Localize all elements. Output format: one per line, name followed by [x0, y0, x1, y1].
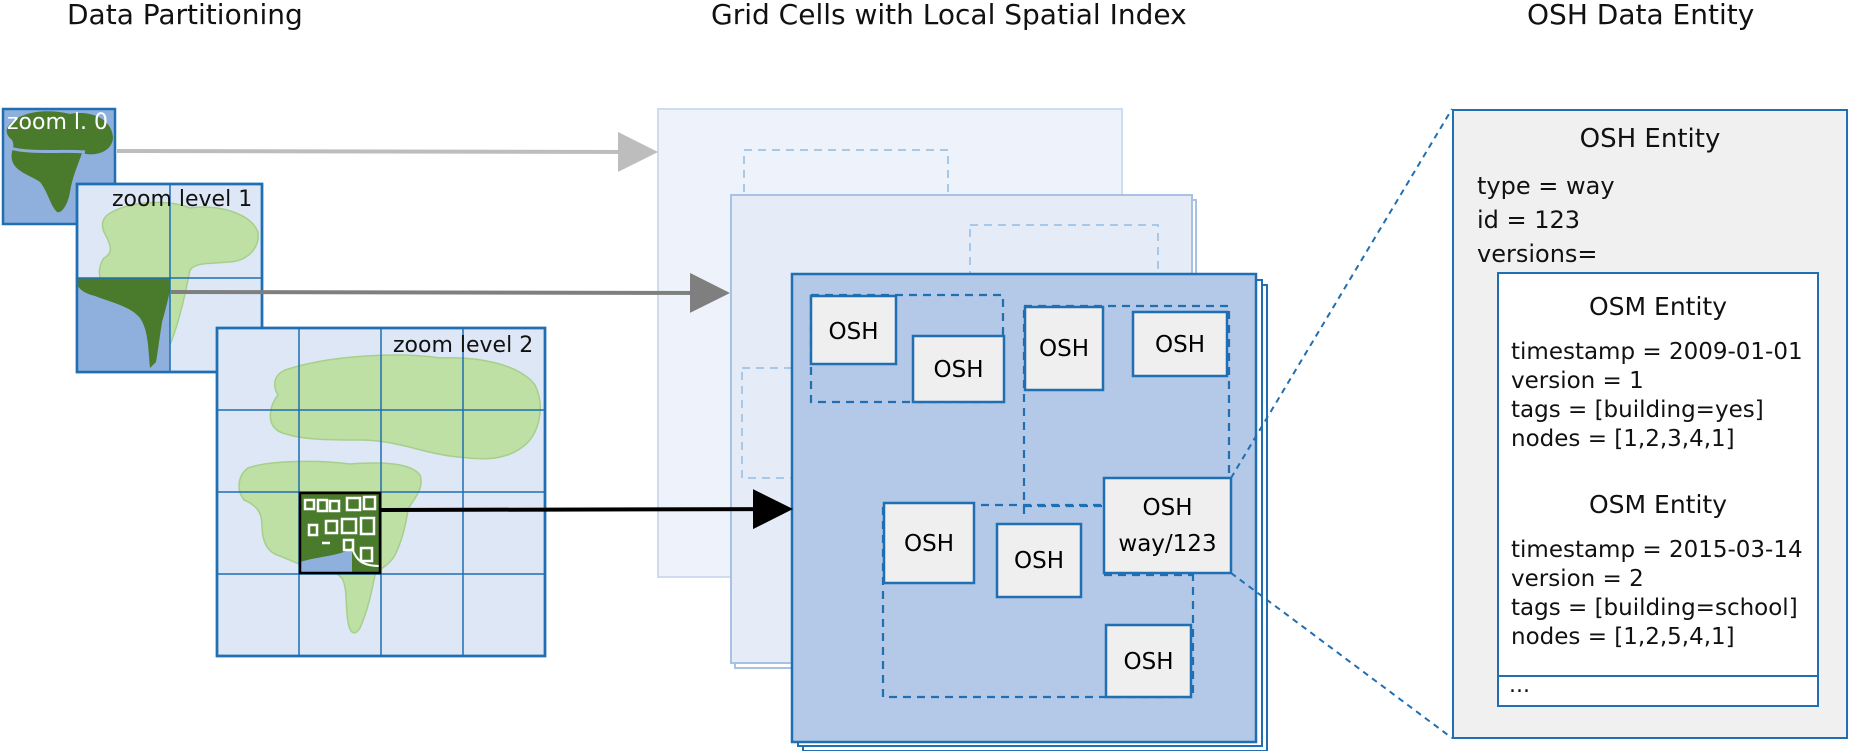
osh-entity-title: OSH Entity — [1579, 124, 1721, 154]
heading-osh-data-entity: OSH Data Entity — [1527, 0, 1755, 31]
arrow-zoom-2 — [380, 489, 793, 530]
osm-entity-fields: timestamp = 2015-03-14 version = 2 tags … — [1511, 536, 1803, 652]
arrow-zoom-1 — [170, 272, 730, 313]
version-field: version = 1 — [1511, 368, 1644, 394]
svg-text:OSH: OSH — [1014, 548, 1064, 574]
osh-box-3: OSH — [1023, 305, 1105, 392]
osh-box-6: OSH — [995, 522, 1083, 599]
svg-text:OSH: OSH — [1143, 495, 1193, 521]
timestamp-field: timestamp = 2009-01-01 — [1511, 339, 1803, 365]
zoom-level-1-label: zoom level 1 — [112, 187, 252, 212]
osm-entity-more: ... — [1497, 673, 1819, 707]
svg-text:OSH: OSH — [1124, 649, 1174, 675]
heading-data-partitioning: Data Partitioning — [67, 0, 303, 31]
ellipsis-text: ... — [1509, 673, 1530, 698]
osh-versions-field: versions= — [1477, 240, 1598, 268]
osh-box-5: OSH — [882, 501, 976, 585]
svg-text:OSH: OSH — [1155, 332, 1205, 358]
nodes-field: nodes = [1,2,5,4,1] — [1511, 624, 1735, 650]
version-field: version = 2 — [1511, 566, 1644, 592]
timestamp-field: timestamp = 2015-03-14 — [1511, 537, 1803, 563]
osh-box-1: OSH — [809, 294, 898, 366]
zoom-level-2-tile — [215, 326, 547, 658]
osh-entity-panel: OSH Entity type = way id = 123 versions=… — [1452, 109, 1848, 739]
osh-type-field: type = way — [1477, 172, 1615, 200]
building-icons — [303, 495, 377, 563]
osm-entity-title: OSM Entity — [1588, 292, 1728, 321]
svg-text:OSH: OSH — [1039, 336, 1089, 362]
svg-text:way/123: way/123 — [1118, 531, 1216, 557]
svg-text:OSH: OSH — [934, 357, 984, 383]
heading-grid-cells: Grid Cells with Local Spatial Index — [711, 0, 1187, 31]
zoom-line-top — [1230, 108, 1453, 479]
svg-text:OSH: OSH — [904, 531, 954, 557]
osh-box-2: OSH — [911, 334, 1006, 404]
osm-entity-version-2: OSM Entity timestamp = 2015-03-14 versio… — [1497, 472, 1819, 677]
osh-box-way-123: OSH way/123 — [1102, 476, 1233, 575]
osm-entity-version-1: OSM Entity timestamp = 2009-01-01 versio… — [1497, 272, 1819, 475]
osm-entity-title: OSM Entity — [1588, 490, 1728, 519]
osm-entity-fields: timestamp = 2009-01-01 version = 1 tags … — [1511, 338, 1803, 454]
osh-box-4: OSH — [1131, 310, 1229, 378]
highlighted-grid-cell — [298, 491, 382, 575]
tags-field: tags = [building=yes] — [1511, 397, 1764, 423]
tags-field: tags = [building=school] — [1511, 595, 1798, 621]
osh-box-7: OSH — [1104, 623, 1193, 699]
osh-entity-fields: type = way id = 123 versions= — [1477, 169, 1615, 271]
zoom-level-0-label: zoom l. 0 — [7, 110, 108, 135]
zoom-line-bottom — [1230, 572, 1453, 739]
nodes-field: nodes = [1,2,3,4,1] — [1511, 426, 1735, 452]
svg-text:OSH: OSH — [829, 319, 879, 345]
osh-id-field: id = 123 — [1477, 206, 1581, 234]
zoom-level-2-label: zoom level 2 — [393, 333, 533, 358]
arrow-zoom-0 — [116, 131, 658, 172]
